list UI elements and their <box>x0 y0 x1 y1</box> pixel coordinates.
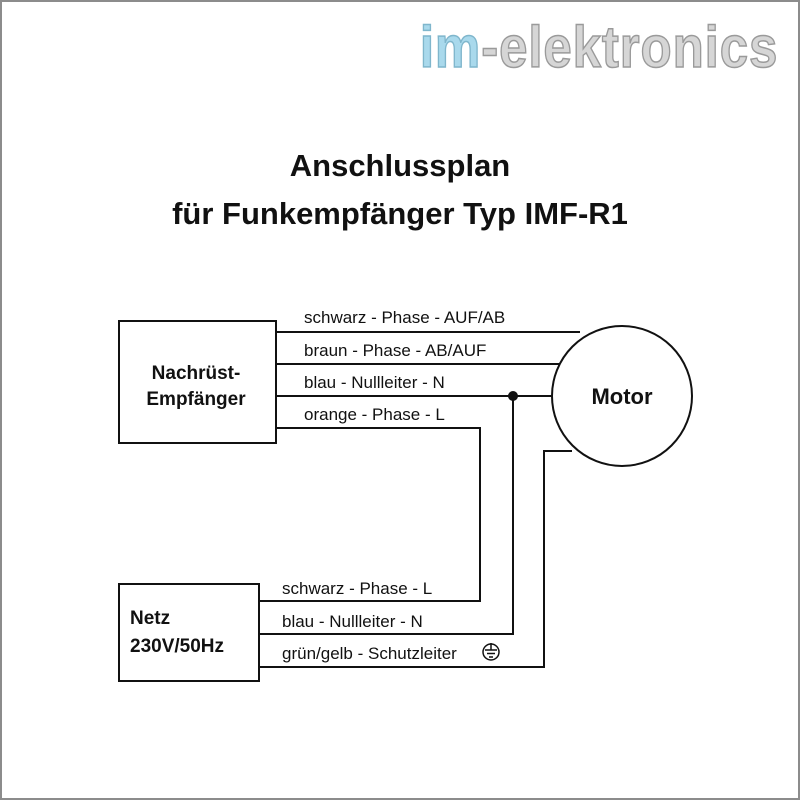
wire-label-mains-protective-earth: grün/gelb - Schutzleiter <box>282 644 457 663</box>
mains-label-line-1: Netz <box>130 608 170 629</box>
wire-label-mains-blue-neutral: blau - Nullleiter - N <box>282 612 423 631</box>
wire-label-brown-ab-auf: braun - Phase - AB/AUF <box>304 341 486 360</box>
receiver-label-line-2: Empfänger <box>146 389 246 410</box>
logo-part-elektronics: -elektronics <box>480 14 778 81</box>
wire-label-mains-black-phase: schwarz - Phase - L <box>282 579 432 598</box>
wire-label-black-auf-ab: schwarz - Phase - AUF/AB <box>304 308 505 327</box>
receiver-label-line-1: Nachrüst- <box>152 363 241 384</box>
title-line-1: Anschlussplan <box>289 148 511 183</box>
title-line-2: für Funkempfänger Typ IMF-R1 <box>172 196 628 231</box>
wire-orange-phase <box>259 427 481 602</box>
logo-part-im: im <box>419 14 481 81</box>
wire-label-blue-neutral: blau - Nullleiter - N <box>304 373 445 392</box>
junction-dot <box>508 391 518 401</box>
mains-label-line-2: 230V/50Hz <box>130 636 224 657</box>
mains-box <box>118 583 260 682</box>
wire-protective-earth <box>259 450 572 668</box>
motor-label: Motor <box>591 384 653 409</box>
page-title: Anschlussplan für Funkempfänger Typ IMF-… <box>0 142 800 238</box>
wire-blue-mains-neutral <box>259 396 514 635</box>
earth-ground-icon <box>482 643 500 661</box>
wire-label-orange-phase: orange - Phase - L <box>304 405 445 424</box>
company-logo: im-elektronics <box>419 14 778 81</box>
receiver-box <box>118 320 277 444</box>
